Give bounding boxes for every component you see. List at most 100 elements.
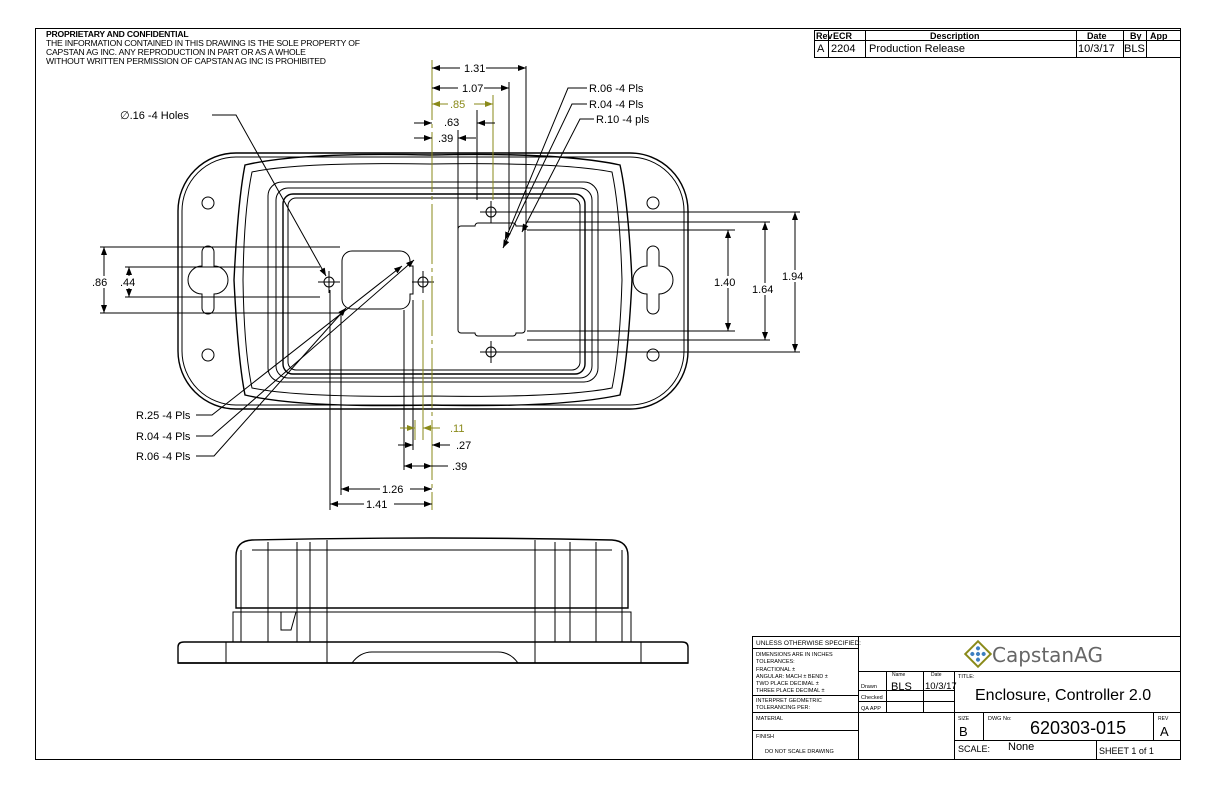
rev-header: Rev [816, 31, 833, 41]
dim-1-64: 1.64 [752, 284, 773, 296]
drawing-line [981, 652, 986, 656]
body-outline [233, 153, 633, 407]
dim-1-94: 1.94 [782, 271, 803, 283]
cavity-outline [282, 193, 586, 375]
drawing-line [91, 276, 113, 288]
callout-holes: ∅.16 -4 Holes [120, 110, 189, 122]
dwg-no-label: DWG No: [988, 716, 1012, 722]
notice-line: WITHOUT WRITTEN PERMISSION OF CAPSTAN AG… [46, 56, 326, 66]
top-view [177, 60, 689, 510]
drawing-line [963, 639, 993, 669]
connector-cutout-left [341, 250, 414, 310]
revision-table: Rev ECR Description Date By App A 2204 P… [814, 30, 1181, 58]
title-block: UNLESS OTHERWISE SPECIFIED: DIMENSIONS A… [752, 636, 1181, 760]
dim-0-39-top: .39 [438, 133, 453, 145]
drawing-line [287, 197, 581, 371]
dim-1-41: 1.41 [366, 499, 387, 511]
description-header: Description [930, 31, 980, 41]
app-header: App [1150, 31, 1168, 41]
capstan-logo-icon [963, 639, 993, 669]
dim-0-85: .85 [450, 99, 465, 111]
drawing-line [196, 265, 403, 416]
drawing-line [351, 651, 519, 664]
callout-r06-bot: R.06 -4 Pls [136, 451, 191, 463]
drawing-line [814, 30, 1181, 58]
rev-label: REV [1158, 716, 1169, 722]
ecr-cell: 2204 [831, 43, 855, 55]
by-cell: BLS [1124, 43, 1145, 55]
drawing-line [752, 636, 1181, 760]
tol-fractional: FRACTIONAL ± [756, 667, 795, 673]
drawing-line [267, 181, 599, 383]
side-view [177, 537, 689, 664]
drawing-line [380, 483, 410, 495]
mounting-hole [201, 348, 215, 362]
dim-1-31: 1.31 [464, 63, 485, 75]
drawing-line [364, 498, 394, 510]
side-body-outline [235, 537, 629, 609]
drawn-name: BLS [891, 681, 912, 693]
drawn-date: 10/3/17 [925, 681, 957, 692]
side-flange-outline [177, 641, 689, 664]
sheet-number: SHEET 1 of 1 [1099, 746, 1154, 756]
notice-title: PROPRIETARY AND CONFIDENTIAL [46, 29, 189, 39]
callout-r06-top: R.06 -4 Pls [589, 83, 644, 95]
dim-1-40: 1.40 [714, 277, 735, 289]
callout-r10-top: R.10 -4 pls [596, 114, 650, 126]
ecr-header: ECR [833, 31, 853, 41]
drawing-line [242, 163, 623, 397]
unless-specified: UNLESS OTHERWISE SPECIFIED: [756, 640, 861, 647]
tol-angular: ANGULAR: MACH ± BEND ± [756, 674, 828, 680]
drawing-line [458, 82, 484, 94]
drawn-label: Drawn [861, 684, 877, 690]
keyhole-slot-right [632, 245, 674, 315]
checked-label: Checked [861, 695, 883, 701]
dim-0-27: .27 [456, 440, 471, 452]
drawing-line [196, 259, 415, 437]
dim-1-07: 1.07 [462, 83, 483, 95]
size-label: SIZE [958, 716, 970, 722]
dim-0-44: .44 [120, 277, 135, 289]
keyhole-slot-left [187, 245, 229, 315]
sheet-border [35, 28, 1181, 760]
sheet-size: B [959, 724, 968, 739]
drawing-line [118, 276, 142, 288]
date-header: Date [1087, 31, 1107, 41]
dim-0-63: .63 [444, 117, 459, 129]
callout-r04-top: R.04 -4 Pls [589, 99, 644, 111]
notice-line: CAPSTAN AG INC. ANY REPRODUCTION IN PART… [46, 47, 306, 57]
dim-0-86: .86 [92, 277, 107, 289]
mounting-hole [646, 196, 660, 210]
material-label: MATERIAL [756, 716, 783, 722]
mounting-hole [201, 196, 215, 210]
drawing-line [521, 118, 594, 233]
drawing-line [448, 98, 474, 110]
finish-label: FINISH [756, 734, 774, 740]
do-not-scale-note: DO NOT SCALE DRAWING [765, 749, 834, 755]
drawing-line [212, 114, 327, 277]
interpret-label-2: TOLERANCING PER: [756, 705, 810, 711]
drawing-line [970, 652, 975, 656]
tolerances-label: TOLERANCES: [756, 659, 795, 665]
extension-lines [100, 66, 800, 510]
drawing-title: Enclosure, Controller 2.0 [975, 687, 1151, 704]
mounting-hole [646, 348, 660, 362]
drawing-line [712, 276, 742, 288]
notice-line: THE INFORMATION CONTAINED IN THIS DRAWIN… [46, 38, 360, 48]
title-label: TITLE: [958, 674, 975, 680]
drawing-line [196, 307, 347, 457]
tol-three-place: THREE PLACE DECIMAL ± [756, 688, 825, 694]
interpret-label: INTERPRET GEOMETRIC [756, 698, 822, 704]
drawing-line [502, 103, 587, 249]
qa-app-label: QA APP [861, 706, 881, 712]
dim-0-11: .11 [450, 423, 464, 435]
callout-r04-bot: R.04 -4 Pls [136, 431, 191, 443]
scale-label: SCALE: [958, 744, 990, 754]
connector-cutout-right [457, 222, 526, 337]
drawing-line [280, 611, 297, 631]
units-note: DIMENSIONS ARE IN INCHES [756, 652, 833, 658]
drawing-line [504, 87, 587, 241]
outer-flange-outline [177, 152, 689, 410]
drawing-line [275, 187, 593, 379]
